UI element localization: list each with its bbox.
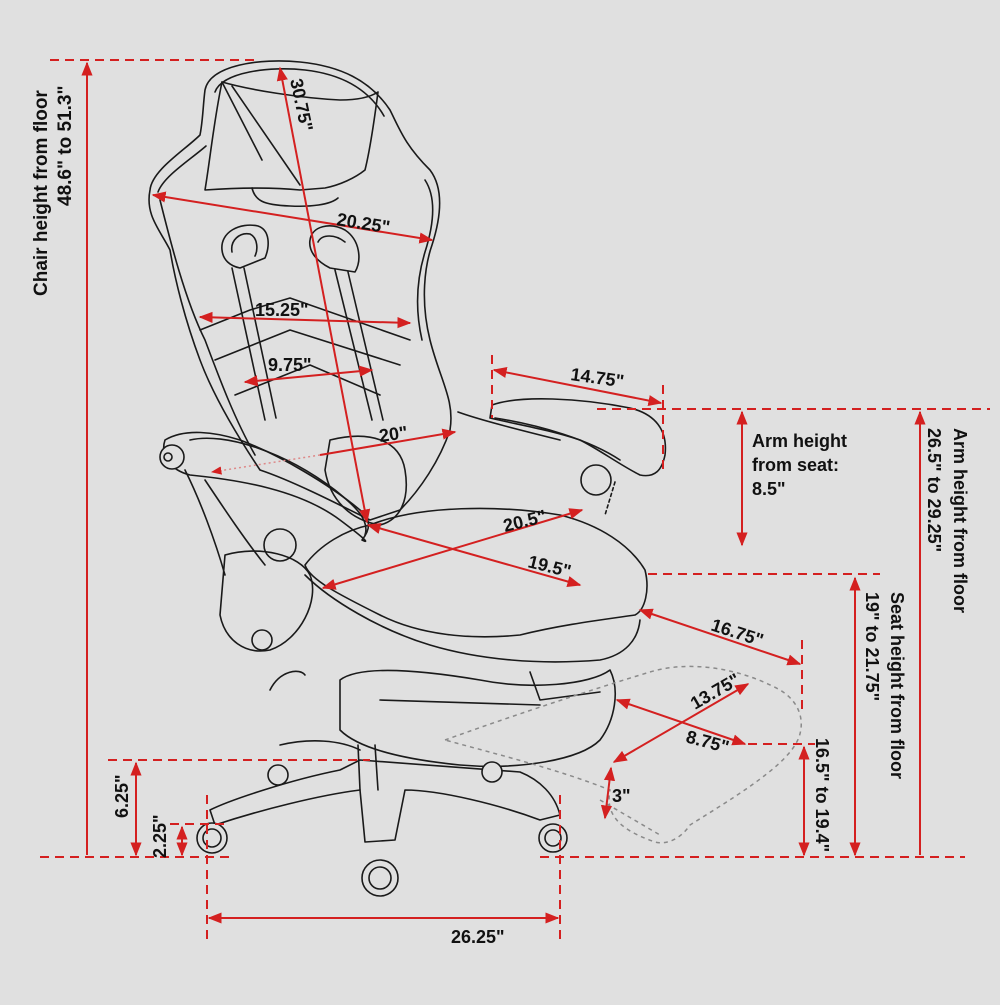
base-height-label: 6.25"	[112, 774, 132, 818]
harness-slot-left	[221, 224, 269, 269]
seat-width-label: 20.5"	[501, 506, 548, 536]
caster-left	[196, 822, 228, 854]
seat-cushion	[304, 507, 648, 638]
arm-height-floor-title: Arm height from floor	[950, 428, 970, 613]
lumbar-width-label: 9.75"	[268, 355, 312, 375]
base-width-label: 26.25"	[451, 927, 505, 947]
caster-right	[538, 823, 568, 853]
right-armrest	[489, 398, 667, 477]
arm-height-seat-line1: Arm height	[752, 431, 847, 451]
footrest-depth-label: 8.75"	[684, 727, 731, 758]
mid-back-width-label: 15.25"	[255, 300, 309, 320]
arm-height-floor-value: 26.5" to 29.25"	[924, 428, 944, 552]
footrest-thickness-label: 3"	[612, 786, 631, 806]
left-armrest	[163, 431, 370, 542]
dimension-lines	[40, 59, 990, 942]
seat-height-value: 19" to 21.75"	[862, 592, 882, 701]
arm-height-seat-line2: from seat:	[752, 455, 839, 475]
seat-height-title: Seat height from floor	[887, 592, 907, 779]
footrest-height-floor-label: 16.5" to 19.4"	[812, 738, 832, 852]
caster-height-label: 2.25"	[150, 814, 170, 858]
chair-height-value: 48.6" to 51.3"	[55, 86, 76, 206]
footrest-extended-ghost	[442, 665, 802, 844]
star-base	[209, 759, 561, 843]
chair-height-title: Chair height from floor	[31, 90, 52, 296]
shoulder-width-label: 20.25"	[335, 209, 391, 237]
arm-height-seat-value: 8.5"	[752, 479, 786, 499]
footrest-width-label: 13.75"	[687, 669, 743, 713]
footrest-extension-label: 16.75"	[709, 615, 766, 651]
caster-center	[361, 859, 399, 897]
inner-arm-width-label: 20"	[378, 422, 409, 446]
chair-drawing	[148, 60, 802, 897]
dimension-labels: Chair height from floor 48.6" to 51.3" 3…	[31, 77, 970, 947]
footrest-stowed	[339, 669, 616, 768]
